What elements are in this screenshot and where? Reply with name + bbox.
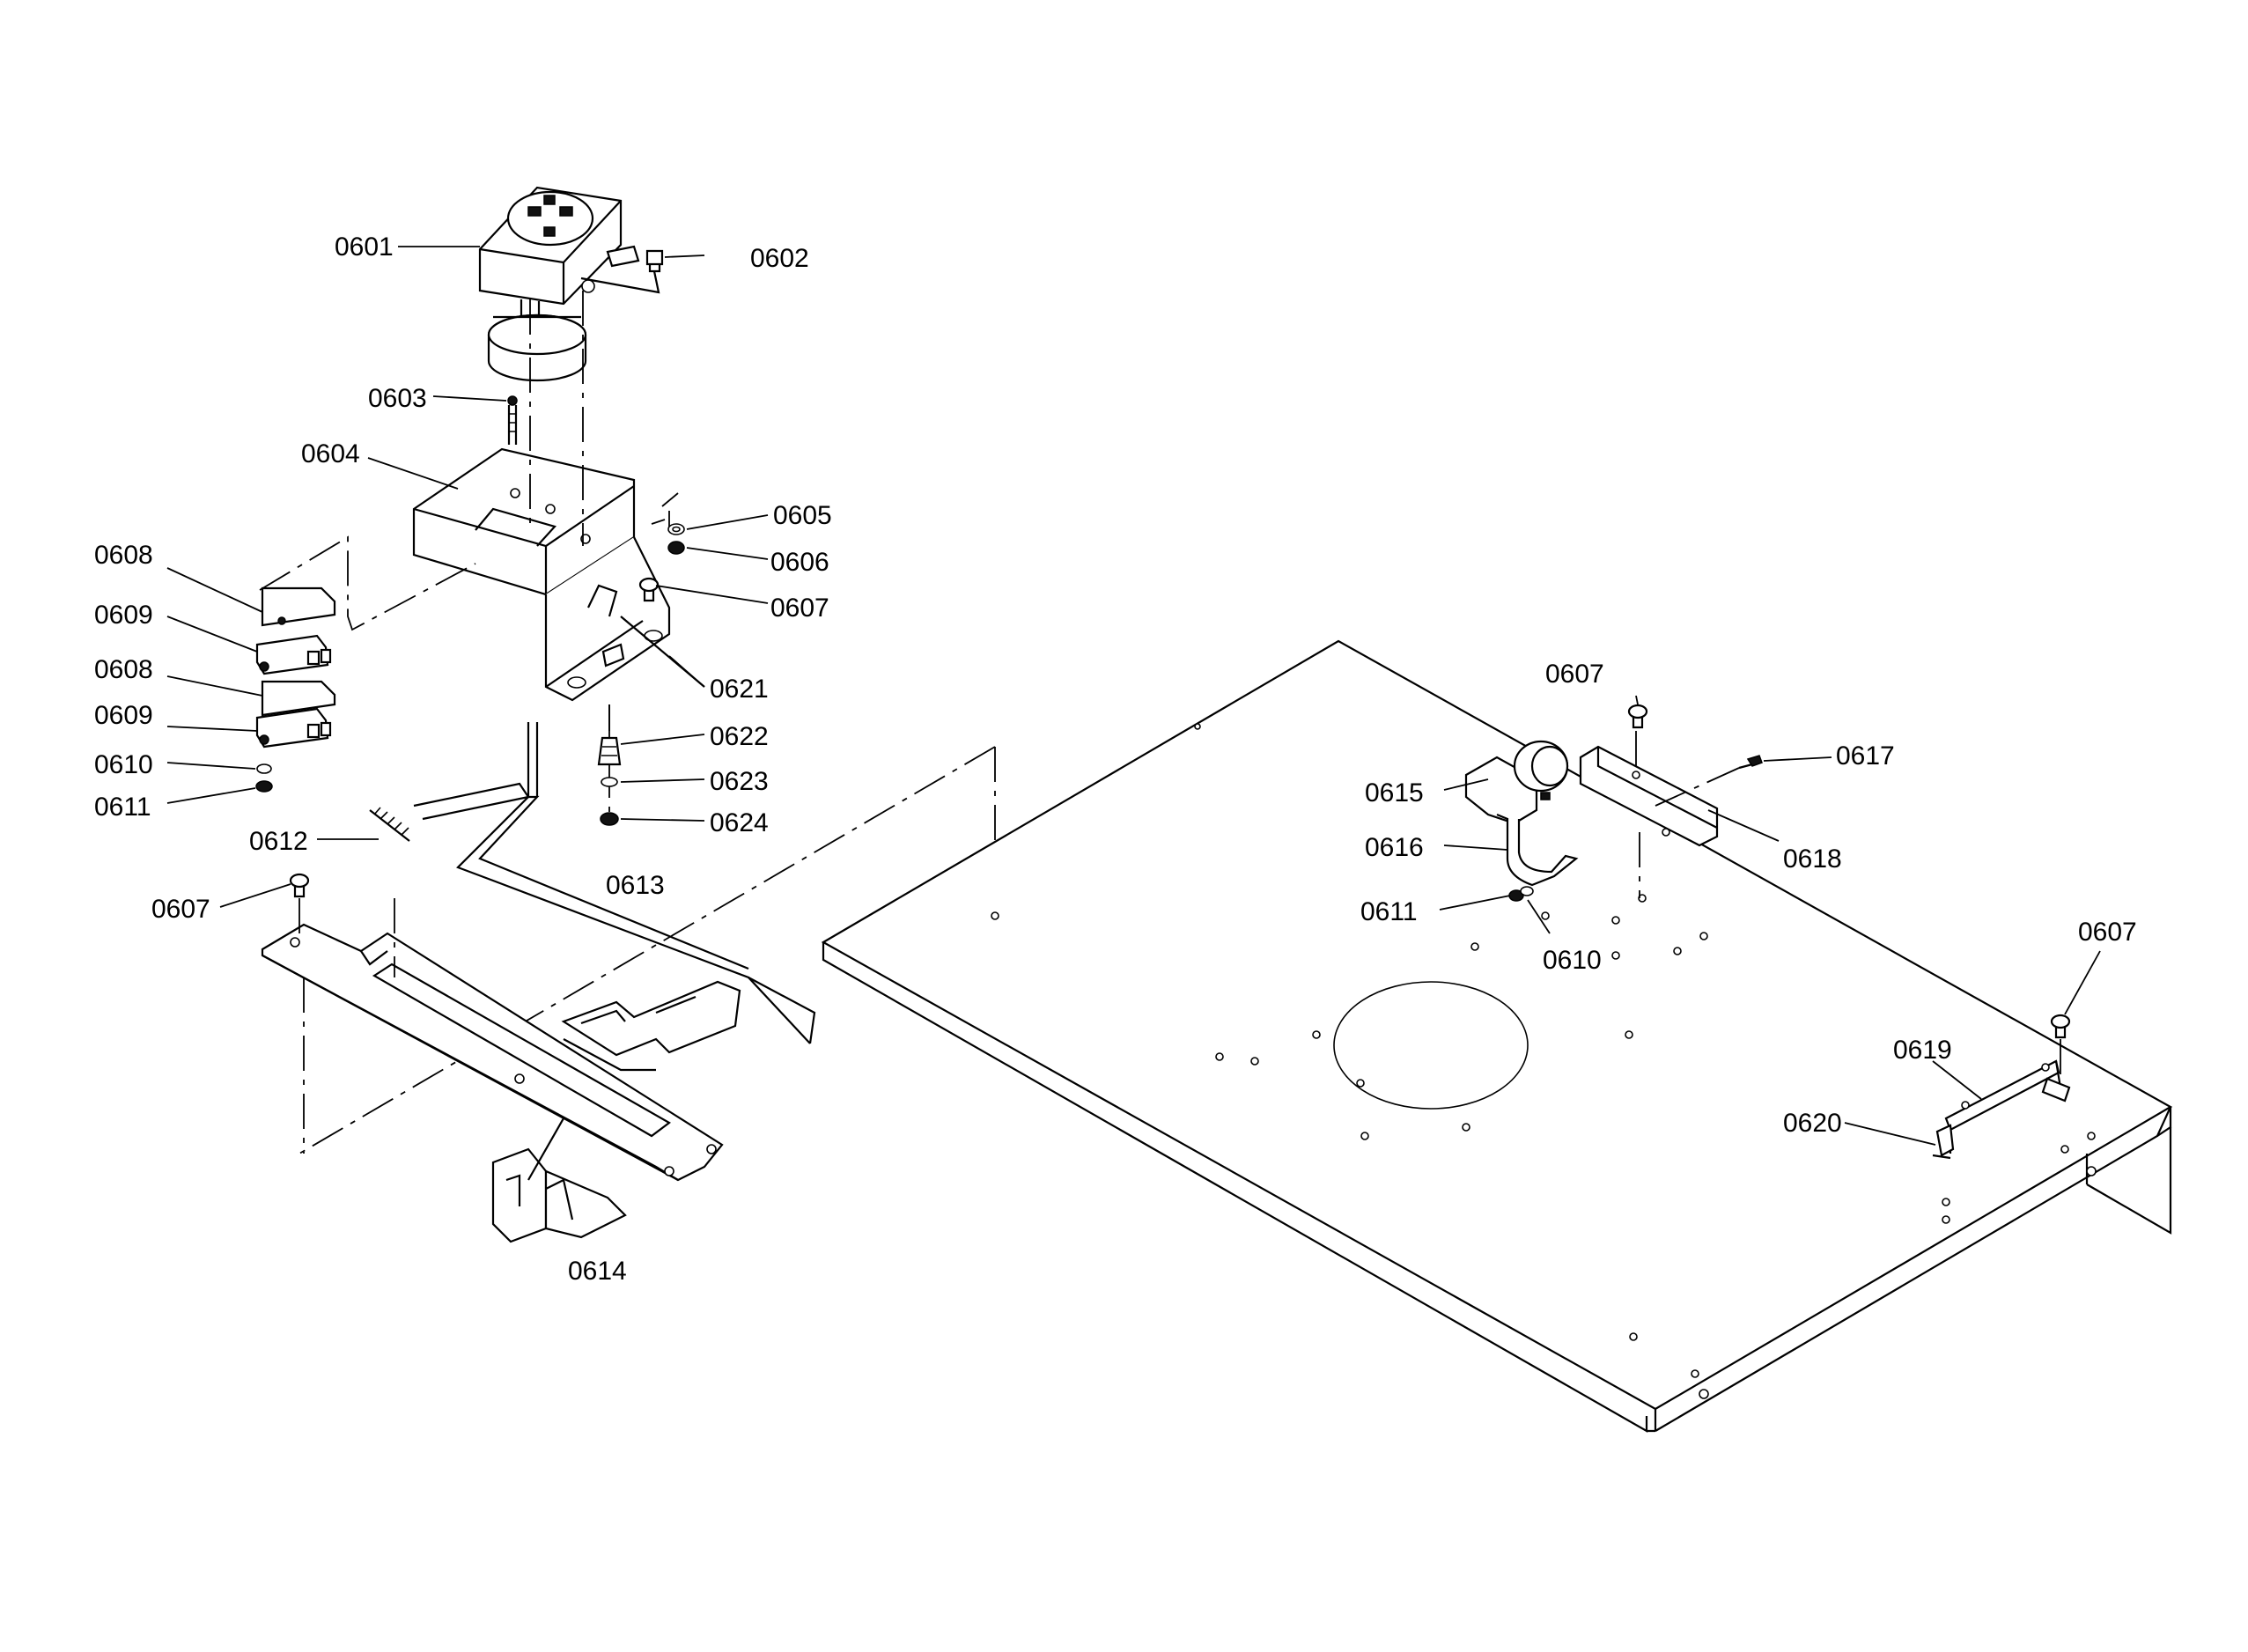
- spring-part-0612: [369, 807, 410, 842]
- screw-part-0617: [1655, 755, 1763, 807]
- label-0611-b: 0611: [1360, 897, 1418, 926]
- switch-stack: [255, 535, 476, 793]
- washer-part-0605: [667, 523, 685, 535]
- bracket-part-0620: [1932, 1124, 1955, 1160]
- screw-part-0607-top: [1627, 704, 1648, 729]
- label-0608-a: 0608: [94, 541, 153, 570]
- label-0607-d: 0607: [2078, 918, 2137, 947]
- label-0609-a: 0609: [94, 601, 153, 630]
- label-0620: 0620: [1783, 1109, 1842, 1138]
- screw-part-0607: [638, 577, 660, 602]
- motor-part-0601: [478, 186, 640, 382]
- label-0610-b: 0610: [1543, 946, 1602, 975]
- label-0614: 0614: [568, 1257, 627, 1286]
- label-0607-c: 0607: [1545, 660, 1604, 689]
- bracket-part-0604: [412, 447, 671, 702]
- label-0609-b: 0609: [94, 701, 153, 730]
- screw-part-0607-right: [2050, 1014, 2071, 1079]
- screw-part-0607-left: [289, 873, 310, 933]
- base-plate: [821, 639, 2173, 1433]
- label-0621: 0621: [710, 675, 769, 704]
- label-0606: 0606: [770, 548, 829, 577]
- label-0610-a: 0610: [94, 750, 153, 779]
- label-0619: 0619: [1893, 1036, 1952, 1065]
- label-0607-b: 0607: [151, 895, 210, 924]
- lever-part-0613: [413, 722, 816, 1072]
- label-0601: 0601: [335, 232, 394, 262]
- label-0617: 0617: [1836, 741, 1895, 771]
- label-0603: 0603: [368, 384, 427, 413]
- label-0612: 0612: [249, 827, 308, 856]
- label-0605: 0605: [773, 501, 832, 530]
- label-0602: 0602: [750, 244, 809, 273]
- part-labels: 0601 0602 0603 0604 0605 0606 0607 0608 …: [94, 232, 2137, 1286]
- shaft-part-0603: [507, 395, 518, 445]
- label-0623: 0623: [710, 767, 769, 796]
- nut-part-0606: [667, 541, 685, 555]
- leader-lines: [166, 246, 2101, 1146]
- label-0622: 0622: [710, 722, 769, 751]
- base-bracket-part-0614: [261, 923, 724, 1243]
- spring-stack-0622-0624: [597, 704, 622, 826]
- label-0624: 0624: [710, 808, 769, 837]
- label-0615: 0615: [1365, 778, 1424, 808]
- label-0607-a: 0607: [770, 594, 829, 623]
- label-0613: 0613: [606, 871, 665, 900]
- label-0604: 0604: [301, 439, 360, 468]
- thermostat-cluster: [1464, 731, 1719, 902]
- label-0608-b: 0608: [94, 655, 153, 684]
- label-0611-a: 0611: [94, 793, 151, 822]
- label-0616: 0616: [1365, 833, 1424, 862]
- label-0618: 0618: [1783, 844, 1842, 874]
- screw-part-0602: [580, 249, 664, 294]
